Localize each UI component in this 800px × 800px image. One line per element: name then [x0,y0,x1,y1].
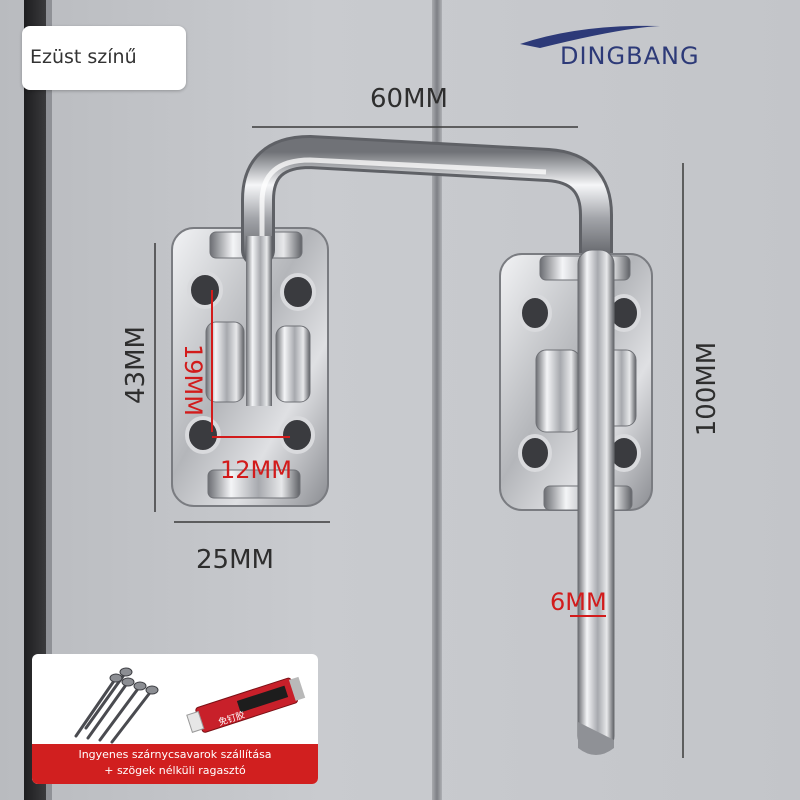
brand-logo: DINGBANG [520,22,760,82]
dim-bolt-diameter: 6MM [550,588,607,616]
variant-tag: Ezüst színű [22,26,186,90]
door-frame-dark-edge [24,0,46,800]
door-frame-highlight [46,0,52,800]
glue-tube-icon: 免钉胶 [186,676,306,733]
dim-bolt-length: 100MM [692,341,722,437]
dim-total-width: 60MM [370,84,448,114]
promo-band: Ingyenes szárnycsavarok szállítása + szö… [32,744,318,784]
variant-label: Ezüst színű [30,46,137,68]
latch-bolt-rod [577,249,615,751]
screws-icon [74,667,159,744]
dim-plate-height: 43MM [121,326,151,404]
door-gap-line [432,0,442,800]
dim-hole-spacing-vertical: 19MM [179,344,207,416]
promo-card: 免钉胶 Ingyenes szárnycsavarok szállítása +… [32,654,318,784]
brand-swoosh-icon [520,25,660,48]
promo-line-2: + szögek nélküli ragasztó [104,764,246,777]
dim-hole-spacing-horizontal: 12MM [220,456,292,484]
dim-plate-width: 25MM [196,545,274,575]
promo-line-1: Ingyenes szárnycsavarok szállítása [78,748,272,761]
brand-name: DINGBANG [560,42,700,70]
